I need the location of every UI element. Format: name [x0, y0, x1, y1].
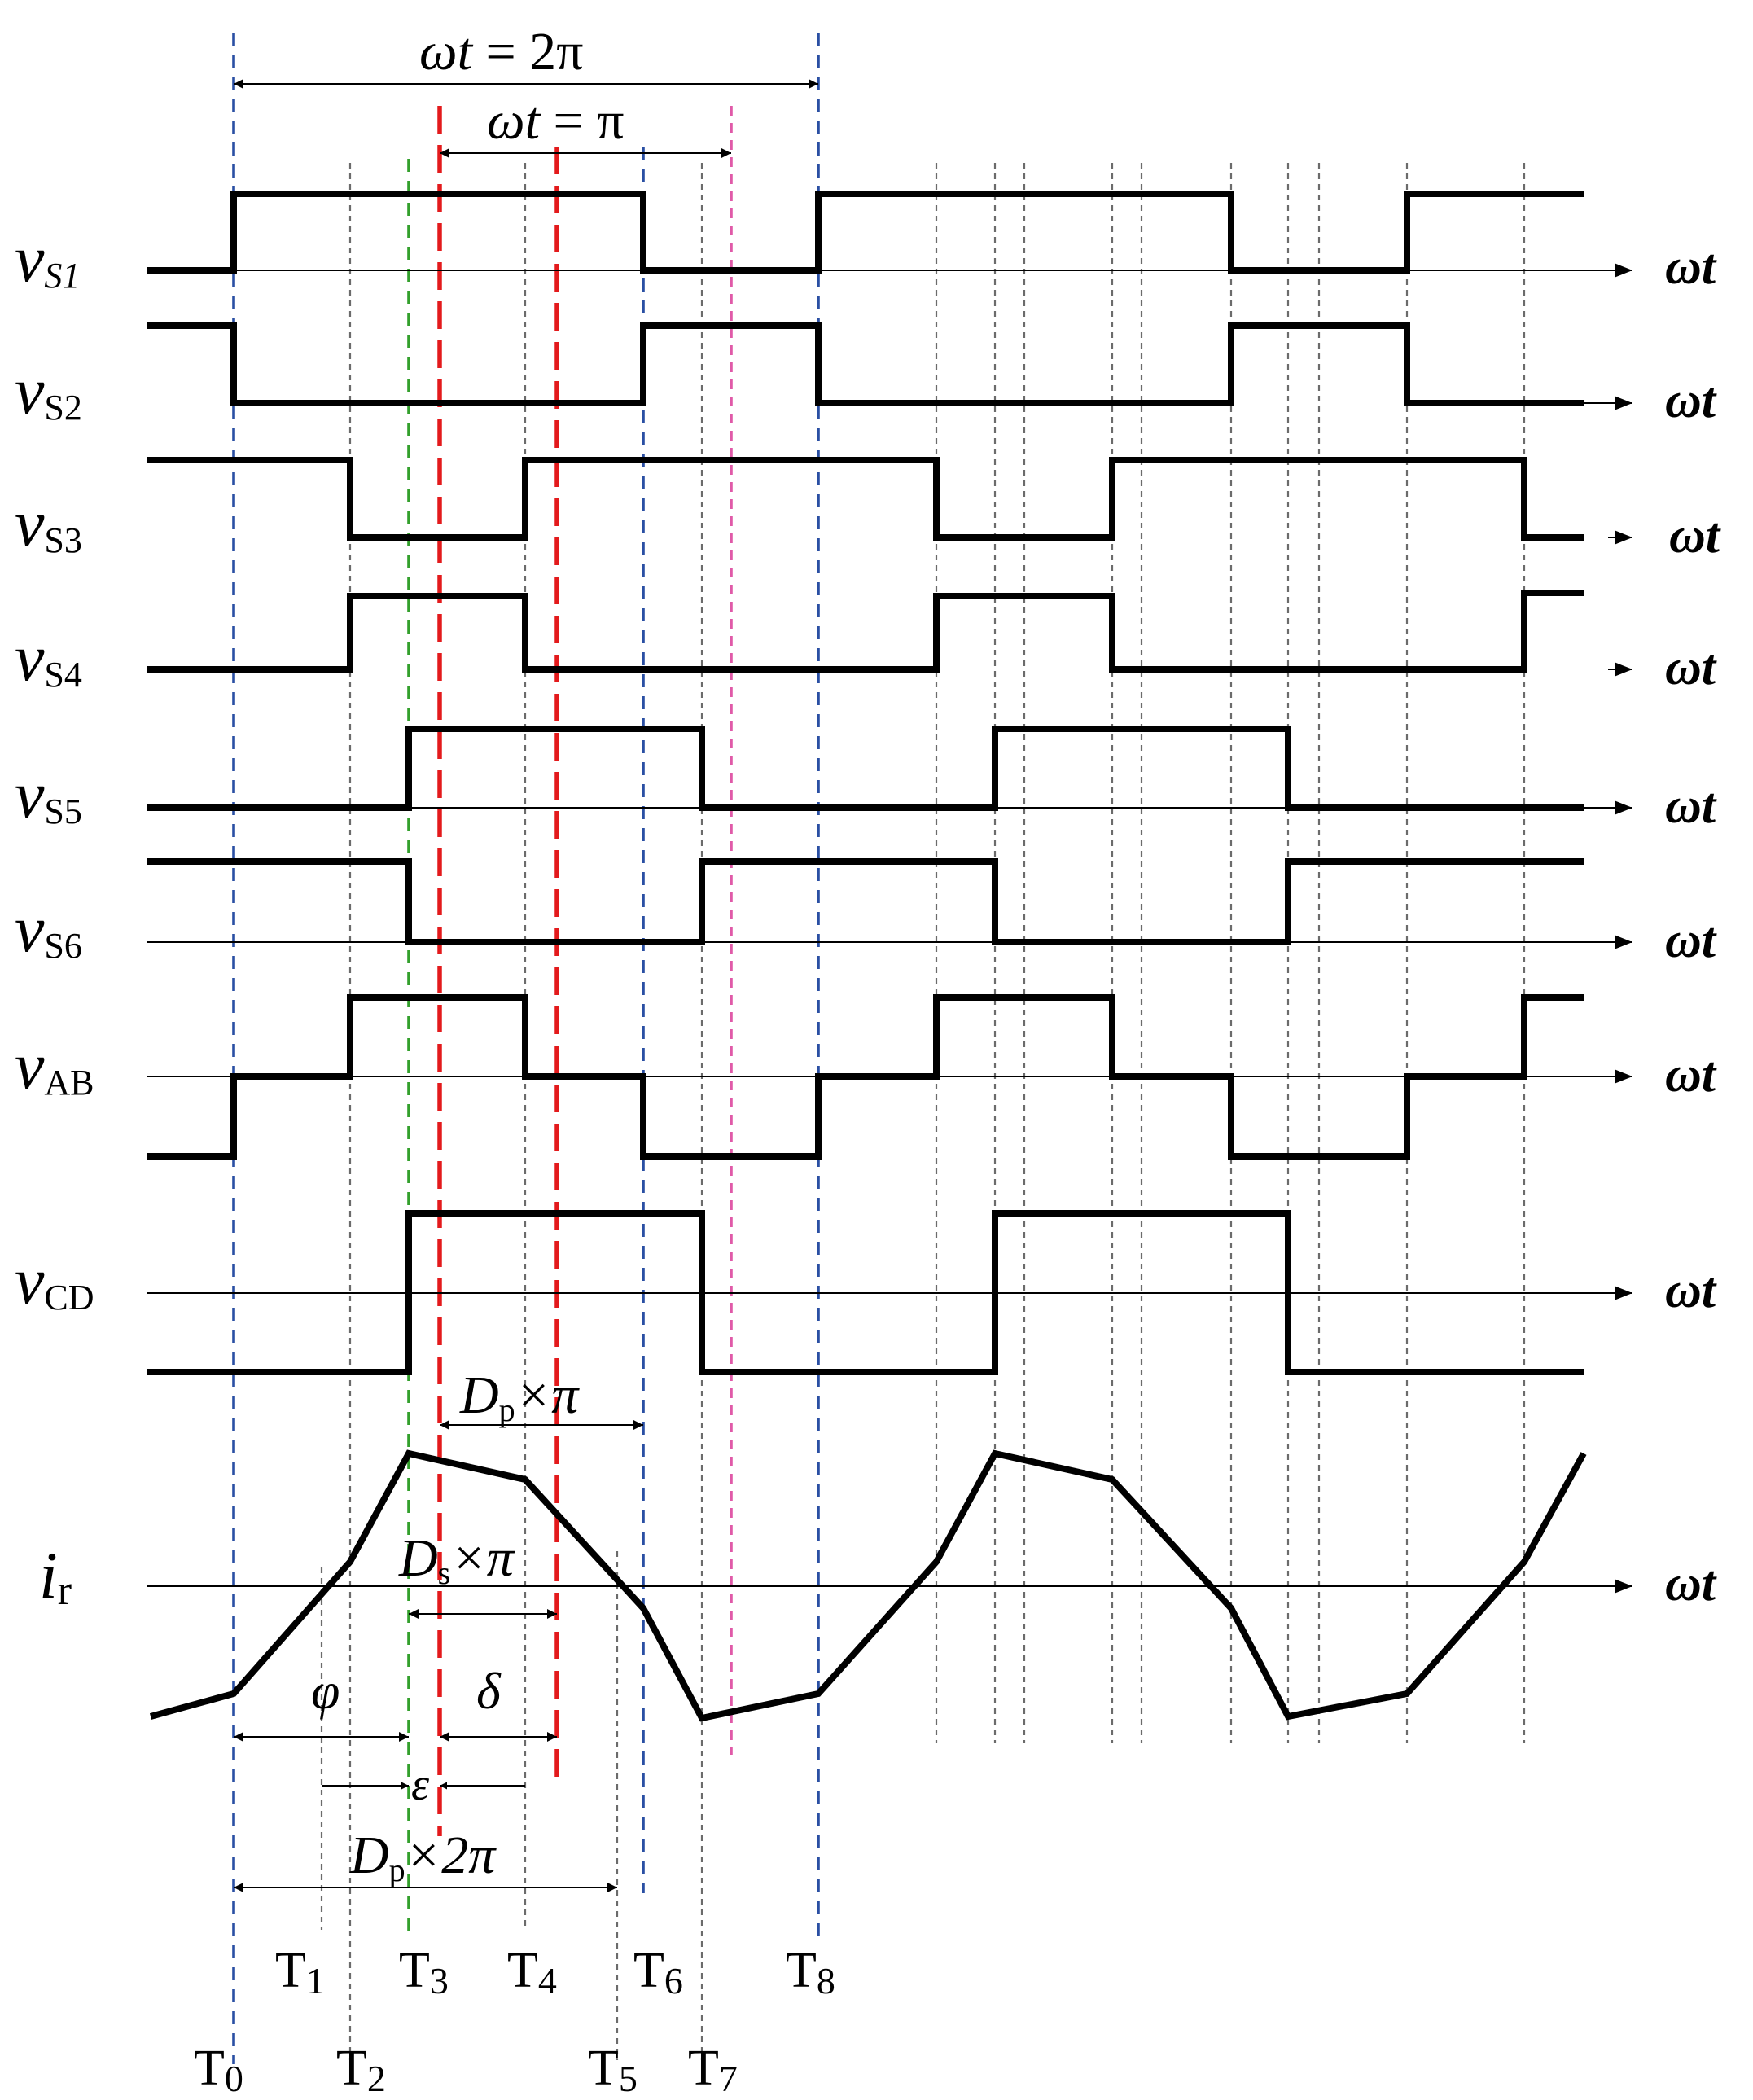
dp-pi-label: Dp×π [459, 1366, 580, 1428]
t2-label: T2 [336, 2041, 386, 2099]
t4-label: T4 [507, 1943, 557, 2001]
annotation-labels: ωt = 2π ωt = π Dp×π Ds×π φ δ ε Dp×2π [311, 22, 624, 1888]
vs4-waveform [147, 590, 1584, 673]
t7-label: T7 [688, 2041, 738, 2099]
time-guide-lines [320, 163, 1526, 2060]
vcd-axis-label: ωt [1665, 1263, 1717, 1318]
waveforms [147, 191, 1587, 1722]
time-mark-labels: T0 T1 T2 T3 T4 T5 T6 T7 T8 [194, 1943, 835, 2099]
ir-waveform [149, 1449, 1587, 1722]
vs3-axis-label: ωt [1669, 508, 1721, 563]
vs1-label: vS1 [15, 221, 80, 296]
t6-label: T6 [633, 1943, 683, 2001]
vs2-axis-label: ωt [1665, 373, 1717, 428]
t0-label: T0 [194, 2041, 243, 2099]
vs1-axis-label: ωt [1665, 239, 1717, 295]
vs4-axis-label: ωt [1665, 640, 1717, 695]
t8-label: T8 [786, 1943, 835, 2001]
dimension-arrows [234, 79, 818, 1892]
ds-pi-label: Ds×π [398, 1528, 515, 1591]
vs5-waveform [147, 726, 1584, 811]
delta-label: δ [476, 1662, 502, 1720]
vab-label: vAB [15, 1028, 94, 1103]
vcd-waveform [147, 1210, 1584, 1375]
t5-label: T5 [588, 2041, 638, 2099]
dp-2pi-label: Dp×2π [349, 1826, 497, 1888]
vs5-axis-label: ωt [1665, 778, 1717, 834]
vab-axis-label: ωt [1665, 1047, 1717, 1103]
pi-label: ωt = π [487, 91, 624, 151]
vs2-label: vS2 [15, 353, 82, 427]
vs6-label: vS6 [15, 892, 82, 966]
phi-label: φ [311, 1662, 340, 1720]
two-pi-label: ωt = 2π [419, 22, 583, 81]
vs6-waveform [147, 858, 1584, 945]
ir-label: ir [39, 1538, 72, 1614]
axis-labels: ωt ωt ωt ωt ωt ωt ωt ωt ωt [1665, 239, 1721, 1611]
vs3-label: vS3 [15, 486, 82, 560]
vs5-label: vS5 [15, 757, 82, 831]
ir-axis-label: ωt [1665, 1556, 1717, 1611]
t3-label: T3 [399, 1943, 449, 2001]
vs4-label: vS4 [15, 620, 82, 695]
signal-labels: vS1 vS2 vS3 vS4 vS5 vS6 vAB vCD ir [15, 221, 94, 1614]
t1-label: T1 [275, 1943, 325, 2001]
vab-waveform [147, 994, 1584, 1160]
vs6-axis-label: ωt [1665, 913, 1717, 968]
vs3-waveform [147, 457, 1584, 541]
vcd-label: vCD [15, 1243, 94, 1317]
axes [147, 263, 1632, 1594]
vs1-waveform [147, 191, 1584, 274]
epsilon-label: ε [411, 1760, 430, 1810]
vs2-waveform [147, 322, 1584, 406]
